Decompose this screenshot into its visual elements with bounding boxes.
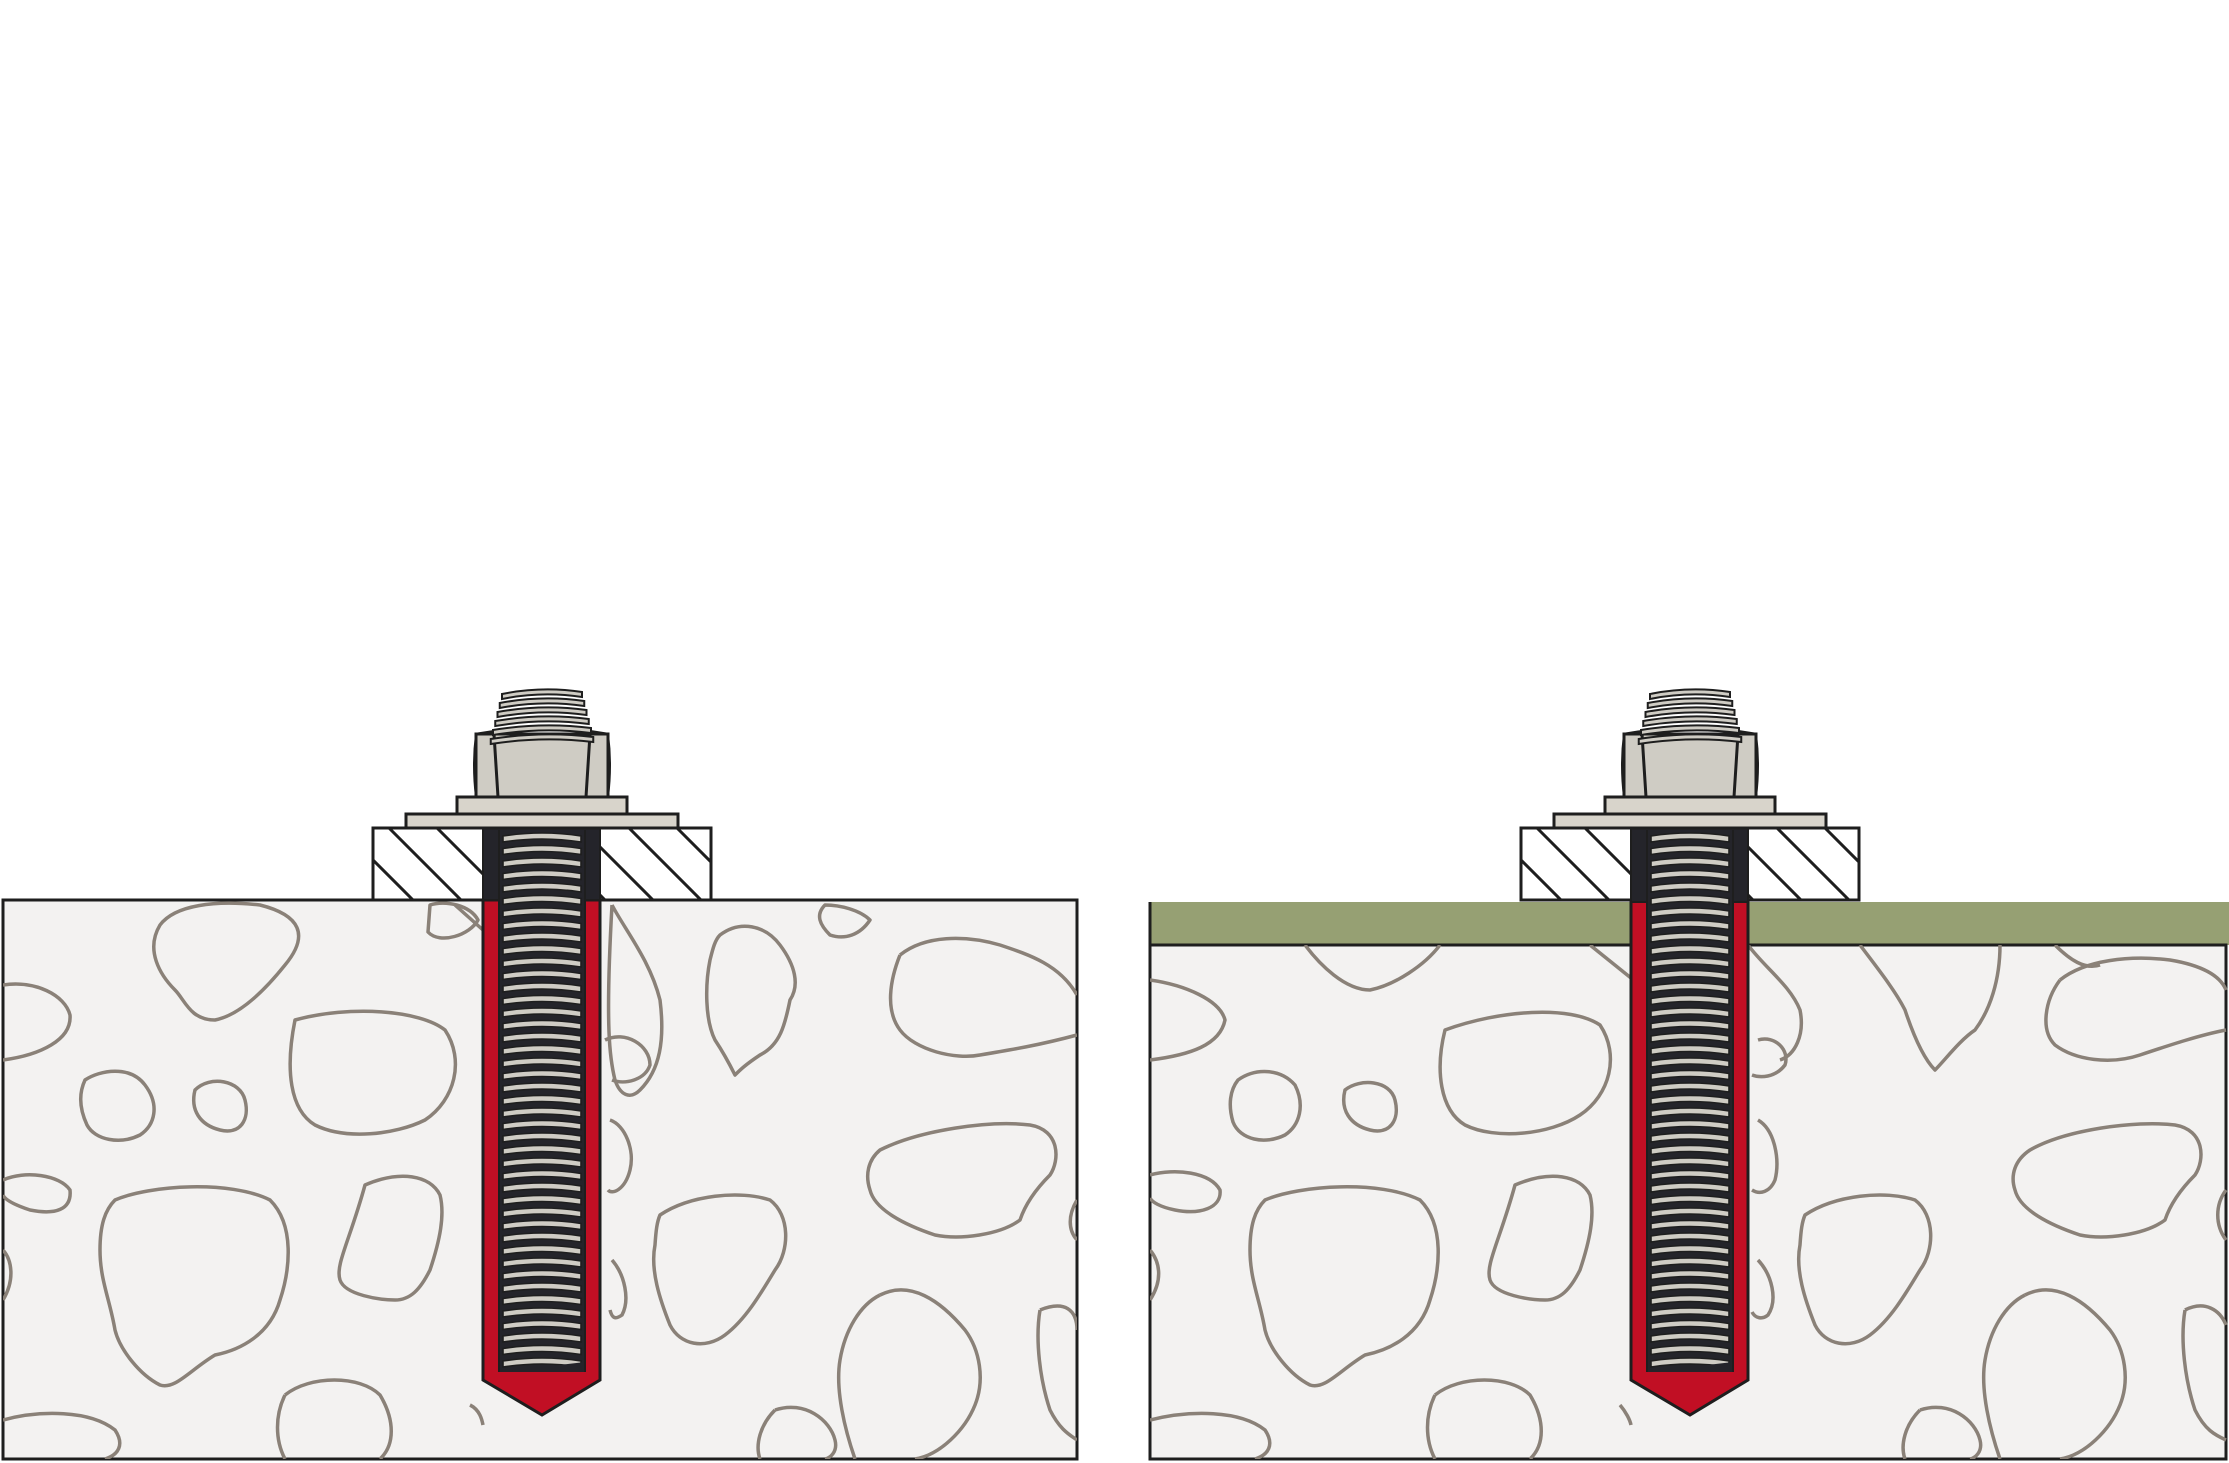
aggregate-stone	[337, 1174, 444, 1302]
aggregate-stone	[98, 1185, 290, 1388]
aggregate-stone	[275, 1394, 287, 1459]
hex-nut-icon	[473, 726, 611, 799]
aggregate-stone	[453, 903, 485, 932]
panel-right	[1148, 688, 2229, 1461]
aggregate-stone	[1618, 1403, 1633, 1426]
aggregate-stone	[1438, 1010, 1613, 1136]
aggregate-stone	[192, 1079, 248, 1133]
aggregate-stone	[756, 1408, 777, 1459]
aggregate-stone	[604, 1035, 652, 1084]
aggregate-stone	[2184, 1304, 2228, 1326]
aggregate-stone	[1036, 1309, 1077, 1442]
washer-icon	[1552, 795, 1828, 830]
panel-left	[1, 688, 1079, 1461]
aggregate-stone	[2044, 978, 2227, 1062]
aggregate-stone	[1150, 1170, 1222, 1214]
aggregate-stone	[1150, 978, 1227, 1062]
aggregate-stone	[1487, 1174, 1594, 1302]
aggregate-stone	[1858, 945, 2002, 1072]
aggregate-stone	[817, 903, 872, 939]
aggregate-stone	[1796, 1193, 1933, 1346]
aggregate-stone	[1919, 1405, 1983, 1459]
aggregate-stone	[1303, 945, 1442, 992]
aggregate-stone	[1588, 945, 1633, 980]
aggregate-stone	[288, 1009, 458, 1136]
aggregate-stone	[1750, 1258, 1775, 1320]
aggregate-stone	[2024, 1288, 2127, 1459]
aggregate-stone	[1981, 1293, 2026, 1459]
aggregate-stone	[1228, 1069, 1302, 1142]
aggregate-stones-right	[1150, 945, 2228, 1459]
rod-tip-right	[1637, 688, 1743, 746]
aggregate-stones-left	[3, 901, 1077, 1459]
washer-icon	[404, 795, 680, 830]
aggregate-stone	[1342, 1080, 1398, 1133]
aggregate-stone	[78, 1069, 156, 1142]
aggregate-stone	[2011, 1121, 2203, 1239]
aggregate-stone	[2058, 956, 2228, 991]
aggregate-stone	[1901, 1408, 1922, 1459]
aggregate-stone	[866, 1121, 1058, 1239]
aggregate-stone	[774, 1405, 838, 1459]
aggregate-stone	[879, 1288, 982, 1459]
aggregate-stone	[1150, 1411, 1272, 1459]
threaded-rod-icon	[1646, 830, 1734, 1372]
aggregate-stone	[2053, 945, 2101, 968]
rod-tip-left	[489, 688, 595, 746]
aggregate-stone	[2181, 1309, 2227, 1442]
aggregate-stone	[3, 1248, 13, 1301]
aggregate-stone	[608, 1258, 628, 1320]
aggregate-stone	[836, 1293, 881, 1459]
anchor-left	[481, 827, 602, 1417]
aggregate-stone	[3, 1173, 72, 1214]
aggregate-stone	[469, 1403, 485, 1426]
aggregate-stone	[1248, 1185, 1440, 1388]
aggregate-stone	[3, 1411, 122, 1459]
aggregate-stone	[1039, 1304, 1077, 1331]
aggregate-stone	[888, 954, 1077, 1058]
threaded-rod-icon	[498, 830, 586, 1372]
aggregate-stone	[2216, 1188, 2228, 1242]
aggregate-stone	[1150, 1248, 1161, 1301]
aggregate-stone	[152, 901, 301, 1022]
aggregate-stone	[1746, 945, 1803, 1062]
aggregate-stone	[606, 1118, 633, 1194]
aggregate-stone	[1433, 1378, 1543, 1459]
aggregate-stone	[283, 1378, 393, 1459]
aggregate-stone	[704, 924, 797, 1077]
aggregate-stone	[1751, 1118, 1779, 1194]
aggregate-stone	[426, 901, 480, 940]
aggregate-stone	[1751, 1037, 1788, 1079]
aggregate-stone	[1068, 1199, 1077, 1242]
aggregate-stone	[898, 936, 1077, 996]
anchor-right	[1629, 827, 1750, 1417]
aggregate-stone	[651, 1193, 788, 1346]
aggregate-stone	[1425, 1394, 1437, 1459]
aggregate-stone	[3, 982, 72, 1062]
